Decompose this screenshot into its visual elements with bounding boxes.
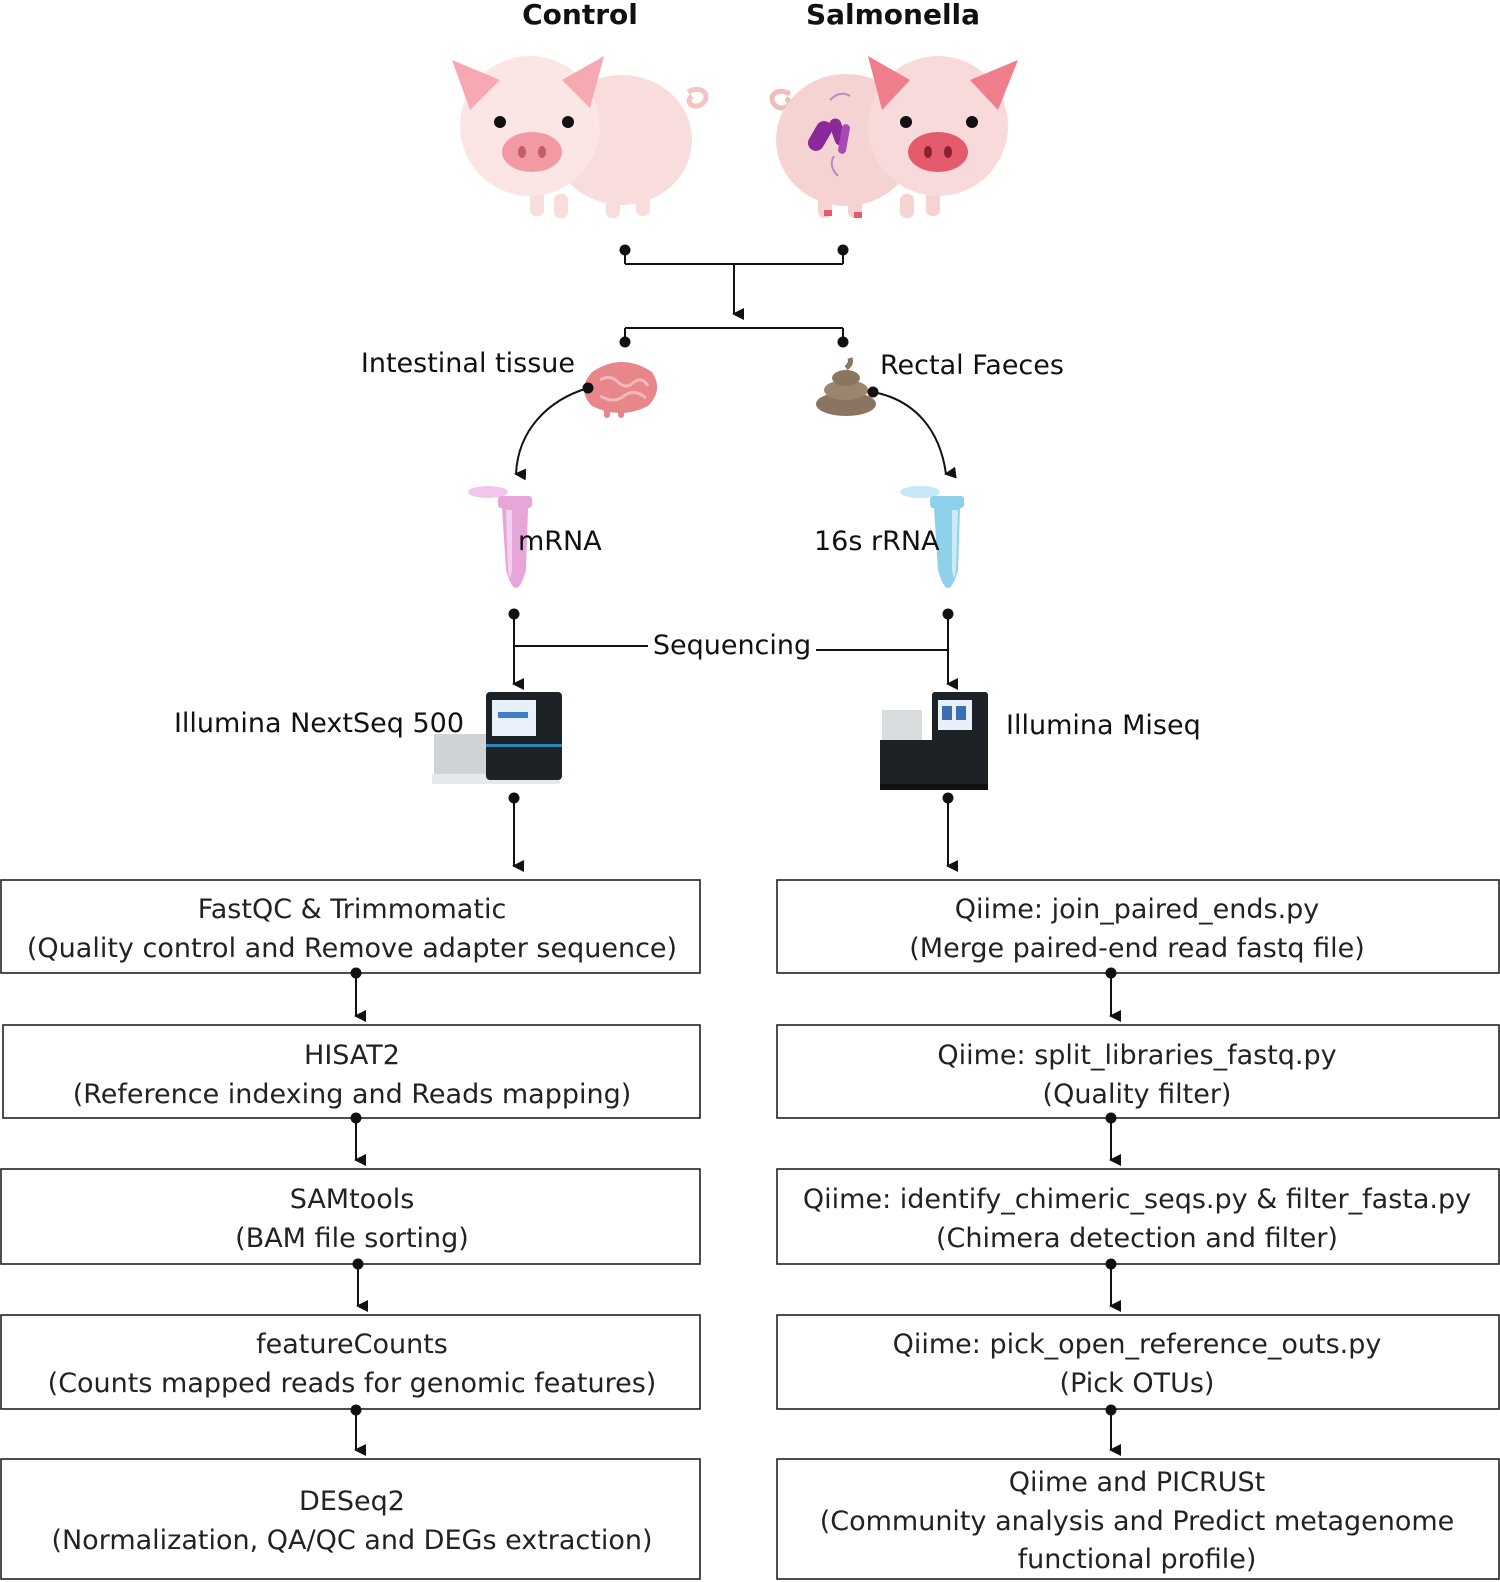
step-title: Qiime and PICRUSt (1009, 1467, 1265, 1498)
rrna-tube-icon (900, 486, 964, 588)
step-description: (Merge paired-end read fastq file) (909, 933, 1365, 964)
split-connector (619, 327, 849, 348)
nextseq-instrument-icon (432, 692, 562, 784)
salmonella-label: Salmonella (806, 0, 980, 31)
sequencing-label: Sequencing (653, 630, 811, 661)
step-title: featureCounts (256, 1329, 448, 1360)
step-title: HISAT2 (304, 1040, 400, 1071)
control-label: Control (522, 0, 638, 31)
miseq-label: Illumina Miseq (1006, 710, 1201, 741)
top-merge-connector (619, 244, 849, 320)
miseq-instrument-icon (880, 692, 988, 790)
mrna-tube-icon (468, 486, 532, 588)
pipeline-box-samtools: SAMtools (BAM file sorting) (0, 1168, 701, 1265)
rectal-faeces-label: Rectal Faeces (880, 350, 1064, 381)
step-description: (Counts mapped reads for genomic feature… (48, 1368, 657, 1399)
16s-rrna-label: 16s rRNA (814, 526, 940, 557)
step-title: Qiime: split_libraries_fastq.py (937, 1040, 1336, 1071)
pipeline-box-picrust: Qiime and PICRUSt (Community analysis an… (776, 1458, 1500, 1580)
step-title: Qiime: pick_open_reference_outs.py (893, 1329, 1382, 1360)
step-description: (Quality control and Remove adapter sequ… (27, 933, 677, 964)
step-title: SAMtools (290, 1184, 415, 1215)
pipeline-box-pick-otus: Qiime: pick_open_reference_outs.py (Pick… (776, 1314, 1500, 1410)
step-title: FastQC & Trimmomatic (198, 894, 507, 925)
pipeline-box-hisat2: HISAT2 (Reference indexing and Reads map… (2, 1024, 701, 1119)
step-description: (Normalization, QA/QC and DEGs extractio… (51, 1525, 652, 1556)
intestine-icon (584, 362, 658, 418)
tissue-to-mrna-arrow (514, 387, 589, 481)
pipeline-box-featurecounts: featureCounts (Counts mapped reads for g… (0, 1314, 701, 1410)
healthy-pig-icon (452, 56, 709, 218)
faeces-icon (816, 357, 876, 416)
intestinal-tissue-label: Intestinal tissue (361, 348, 575, 379)
pipeline-box-split-libraries: Qiime: split_libraries_fastq.py (Quality… (776, 1024, 1500, 1119)
step-title: Qiime: join_paired_ends.py (955, 894, 1320, 925)
step-title: Qiime: identify_chimeric_seqs.py & filte… (803, 1184, 1471, 1215)
pipeline-box-fastqc: FastQC & Trimmomatic (Quality control an… (0, 879, 701, 974)
faeces-to-rrna-arrow (872, 391, 957, 479)
right-pipeline: Qiime: join_paired_ends.py (Merge paired… (776, 879, 1500, 1580)
nextseq-label: Illumina NextSeq 500 (174, 708, 464, 739)
step-description: (Community analysis and Predict metageno… (820, 1506, 1455, 1537)
step-description-continued: functional profile) (1018, 1544, 1257, 1575)
step-description: (Chimera detection and filter) (936, 1223, 1338, 1254)
pipeline-box-chimera: Qiime: identify_chimeric_seqs.py & filte… (776, 1168, 1500, 1265)
mrna-label: mRNA (518, 526, 602, 557)
pipeline-box-join-paired-ends: Qiime: join_paired_ends.py (Merge paired… (776, 879, 1500, 974)
step-description: (BAM file sorting) (235, 1223, 469, 1254)
pipeline-box-deseq2: DESeq2 (Normalization, QA/QC and DEGs ex… (0, 1458, 701, 1580)
bacteria-icon (808, 92, 851, 177)
step-title: DESeq2 (299, 1486, 405, 1517)
step-description: (Reference indexing and Reads mapping) (73, 1079, 632, 1110)
left-pipeline: FastQC & Trimmomatic (Quality control an… (0, 879, 701, 1580)
sequencing-connector (508, 608, 958, 690)
step-description: (Pick OTUs) (1060, 1368, 1215, 1399)
infected-pig-icon (769, 56, 1018, 218)
step-description: (Quality filter) (1043, 1079, 1232, 1110)
